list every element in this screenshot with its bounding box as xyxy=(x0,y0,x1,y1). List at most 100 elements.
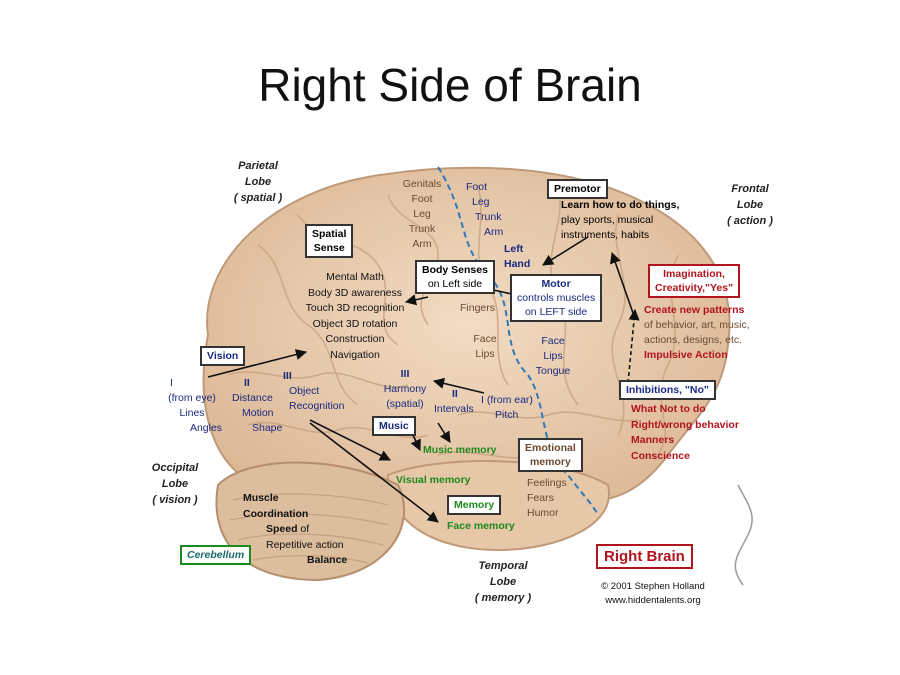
frontal-lobe-label: Frontal Lobe ( action ) xyxy=(710,181,790,229)
occipital-lobe-label: Occipital Lobe ( vision ) xyxy=(135,460,215,508)
arrow-object-to-face-memory xyxy=(309,422,439,523)
motor-trunk: Trunk xyxy=(475,211,502,223)
vision-col3-object: Object xyxy=(289,385,320,397)
sensory-strip: Genitals Foot Leg Trunk Arm xyxy=(392,177,452,252)
imagination-text-3: actions, designs, etc. xyxy=(644,334,743,346)
face-lips-tongue: Face Lips Tongue xyxy=(530,334,576,379)
vision-col1-lines: Lines xyxy=(179,407,205,419)
vision-col2-distance: Distance xyxy=(232,392,273,404)
muscle-speed-line: Speed of xyxy=(243,522,347,538)
arrow-inhibition-to-motor xyxy=(627,308,640,384)
sensory-leg: Leg xyxy=(413,208,431,220)
motor-label: Motor xyxy=(541,278,571,290)
music-memory-label: Music memory xyxy=(423,444,497,456)
motor-box: Motor controls muscles on LEFT side xyxy=(510,274,603,322)
imagination-box: Imagination, Creativity,"Yes" xyxy=(648,264,741,298)
spatial-sense-line-1: Spatial xyxy=(312,228,347,240)
spatial-item-touch-3d: Touch 3D recognition xyxy=(305,302,405,314)
hearing-from-ear: I (from ear) xyxy=(481,394,533,406)
hearing-ii: II Intervals xyxy=(434,387,474,417)
inhibitions-text-1: What Not to do xyxy=(631,403,706,415)
sensory-trunk: Trunk xyxy=(408,223,436,235)
temporal-lobe-label: Temporal Lobe ( memory ) xyxy=(463,558,543,606)
muscle-line-1: Muscle xyxy=(243,492,279,504)
sensory-genitals: Genitals xyxy=(402,178,442,190)
left-hand-line-1: Left xyxy=(504,243,524,255)
muscle-repetitive: Repetitive action xyxy=(266,538,344,551)
credit-copyright: © 2001 Stephen Holland xyxy=(601,581,705,592)
occipital-line-2: Lobe xyxy=(161,478,189,490)
sensory-foot: Foot xyxy=(411,193,433,205)
premotor-line-3-text: instruments, habits xyxy=(561,229,650,241)
imagination-text-4: Impulsive Action xyxy=(644,349,728,361)
hearing-i: I (from ear) Pitch xyxy=(481,393,533,423)
vision-col2-motion: Motion xyxy=(242,407,274,419)
inhibitions-text-4: Conscience xyxy=(631,449,690,462)
arrow-body-senses-to-spatial xyxy=(404,294,429,306)
emotional-line-2: memory xyxy=(529,456,571,468)
spatial-item-body-3d: Body 3D awareness xyxy=(308,286,402,299)
frontal-line-2: Lobe xyxy=(736,199,764,211)
visual-memory-label: Visual memory xyxy=(396,474,471,486)
hearing-pitch: Pitch xyxy=(495,409,519,421)
motor-foot: Foot xyxy=(466,181,488,193)
parietal-line-3: ( spatial ) xyxy=(233,192,283,204)
occipital-line-3: ( vision ) xyxy=(152,494,198,506)
spatial-sense-line-2: Sense xyxy=(313,242,345,254)
arrow-object-to-visual-memory xyxy=(309,419,392,461)
vision-col2: II Distance Motion Shape xyxy=(232,376,282,436)
vision-col1-from-eye: (from eye) xyxy=(168,392,216,404)
hearing-iii-num: III xyxy=(400,368,410,380)
inhibitions-text: What Not to do Right/wrong behavior Mann… xyxy=(631,402,739,464)
imagination-line-1: Imagination, xyxy=(663,268,725,280)
muscle-balance: Balance xyxy=(307,554,348,566)
vision-col3-iii: III xyxy=(283,370,292,382)
muscle-coordination: Muscle Coordination Speed of Repetitive … xyxy=(243,491,347,569)
muscle-line-2: Coordination xyxy=(243,507,309,520)
left-hand-label: Left Hand xyxy=(504,242,530,272)
arrow-vision-to-spatial xyxy=(207,349,308,378)
premotor-text: Learn how to do things, play sports, mus… xyxy=(561,198,679,243)
motor-tongue: Tongue xyxy=(535,365,571,377)
temporal-line-1: Temporal xyxy=(478,560,528,572)
imagination-text-2: of behavior, art, music, xyxy=(644,319,750,331)
motor-arm: Arm xyxy=(484,226,504,238)
cerebellum-box: Cerebellum xyxy=(180,545,252,565)
premotor-line-1: Learn how to do things, xyxy=(561,199,680,211)
sensory-arm: Arm xyxy=(412,238,432,250)
temporal-line-3: ( memory ) xyxy=(474,592,532,604)
vision-box: Vision xyxy=(200,346,246,366)
inhibitions-text-2: Right/wrong behavior xyxy=(631,418,739,431)
left-hand-line-2: Hand xyxy=(504,258,531,270)
face-memory-label: Face memory xyxy=(447,520,515,532)
premotor-line-2: play sports, musical xyxy=(561,214,654,226)
emotional-fears: Fears xyxy=(527,492,554,504)
vision-col3-recognition: Recognition xyxy=(289,400,345,412)
spatial-item-construction: Construction xyxy=(325,333,385,345)
hearing-intervals: Intervals xyxy=(434,403,474,415)
vision-col2-shape: Shape xyxy=(252,422,283,434)
vision-col1-i: I xyxy=(170,377,173,389)
spatial-item-object-3d: Object 3D rotation xyxy=(312,317,398,330)
spatial-item-mental-math: Mental Math xyxy=(326,271,384,283)
slide-title: Right Side of Brain xyxy=(258,59,642,111)
vision-col1-angles: Angles xyxy=(189,422,223,434)
emotional-line-1: Emotional xyxy=(525,442,576,454)
body-senses-sub: on Left side xyxy=(427,278,483,290)
memory-box: Memory xyxy=(447,495,502,515)
hearing-harmony: Harmony xyxy=(383,383,427,395)
hearing-ii-num: II xyxy=(452,388,458,400)
face-lips-sensory: Face Lips xyxy=(470,332,500,362)
imagination-text: Create new patterns of behavior, art, mu… xyxy=(644,303,750,363)
emotional-items: Feelings Fears Humor xyxy=(527,476,567,521)
premotor-line-3: instruments, habits xyxy=(561,228,679,243)
muscle-speed: Speed xyxy=(266,523,298,535)
face-sensory: Face xyxy=(473,333,497,345)
motor-line-1: controls muscles xyxy=(517,292,596,304)
motor-face: Face xyxy=(541,335,565,347)
temporal-line-2: Lobe xyxy=(489,576,517,588)
vision-col2-ii: II xyxy=(244,377,250,389)
body-senses-box: Body Senses on Left side xyxy=(415,260,495,294)
motor-strip: Foot Leg Trunk Arm xyxy=(466,180,503,240)
premotor-box: Premotor xyxy=(547,179,608,199)
